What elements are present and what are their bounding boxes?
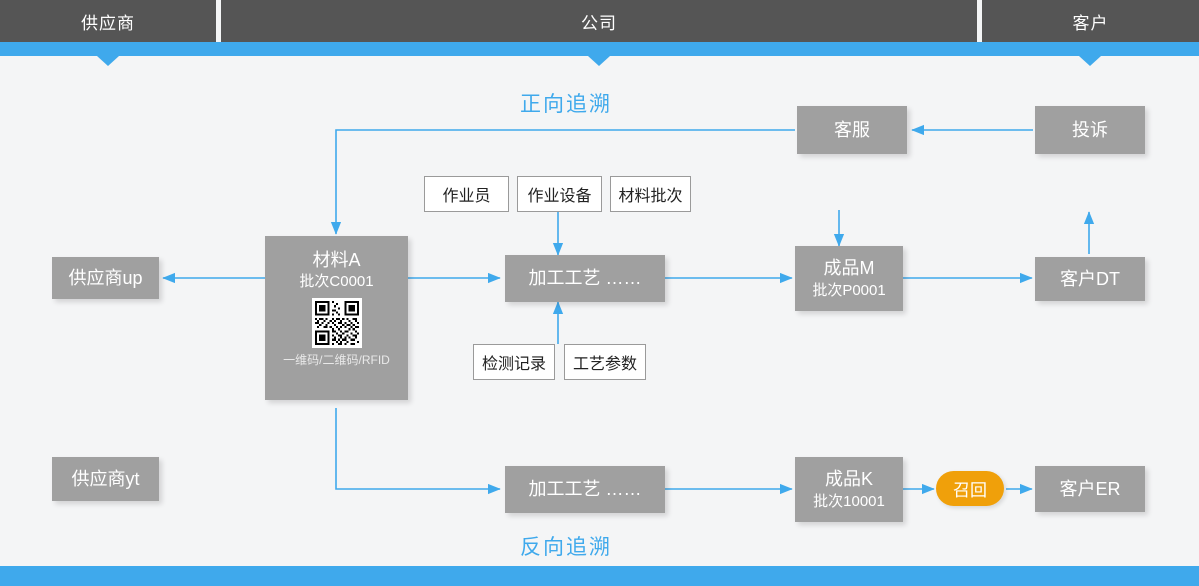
accent-bar-top [0,42,1199,56]
header-tab-company[interactable]: 公司 [221,0,977,42]
notch-company-icon [588,56,610,66]
node-customer-service[interactable]: 客服 [797,106,907,154]
notch-supplier-icon [97,56,119,66]
node-customer-er-title: 客户ER [1059,478,1121,499]
header-tab-customer[interactable]: 客户 [982,0,1199,42]
header-tab-company-label: 公司 [581,13,617,33]
node-product-k-title: 成品K [824,469,873,490]
attr-equipment-label: 作业设备 [527,188,592,205]
node-product-m-batch: 批次P0001 [812,281,886,299]
header-bar: 供应商 公司 客户 [0,0,1199,42]
accent-bar-bottom [0,566,1199,586]
node-product-m[interactable]: 成品M 批次P0001 [795,246,903,311]
node-supplier-yt-title: 供应商yt [71,468,140,489]
node-supplier-up[interactable]: 供应商up [52,257,159,299]
node-product-m-title: 成品M [823,258,875,279]
attr-material-lot-label: 材料批次 [618,188,683,205]
caption-reverse-trace: 反向追溯 [520,536,612,559]
badge-recall[interactable]: 召回 [936,471,1004,506]
caption-forward-trace: 正向追溯 [520,93,612,116]
header-tab-supplier[interactable]: 供应商 [0,0,216,42]
notch-customer-icon [1079,56,1101,66]
attr-material-lot[interactable]: 材料批次 [610,176,691,212]
node-supplier-up-title: 供应商up [68,267,143,288]
node-customer-dt[interactable]: 客户DT [1035,257,1145,301]
attr-process-param[interactable]: 工艺参数 [564,344,646,380]
diagram-canvas: 正向追溯 反向追溯 客服 投诉 作业员 作业设备 材料批次 供应商up 材料A … [0,56,1199,566]
qr-code-icon [311,297,362,348]
node-product-k-batch: 批次10001 [813,492,885,510]
badge-recall-label: 召回 [953,481,987,500]
attr-test-record[interactable]: 检测记录 [473,344,555,380]
header-tab-supplier-label: 供应商 [81,13,135,33]
node-material-a-title: 材料A [312,250,361,270]
header-tab-customer-label: 客户 [1072,13,1109,33]
node-material-a-batch: 批次C0001 [299,273,374,291]
node-process-top-title: 加工工艺 …… [528,268,642,289]
node-process-bottom-title: 加工工艺 …… [528,479,642,500]
node-material-a-code-note: 一维码/二维码/RFID [283,352,390,367]
node-customer-service-title: 客服 [834,119,870,140]
wire-material-to-process-bottom [335,408,501,495]
connector-layer [162,124,1095,495]
node-customer-er[interactable]: 客户ER [1035,466,1145,512]
attr-operator[interactable]: 作业员 [424,176,509,212]
node-supplier-yt[interactable]: 供应商yt [52,457,159,501]
attr-process-param-label: 工艺参数 [572,356,637,373]
attr-operator-label: 作业员 [442,188,491,205]
node-process-top[interactable]: 加工工艺 …… [505,255,665,302]
attr-test-record-label: 检测记录 [481,356,546,373]
node-customer-dt-title: 客户DT [1060,268,1120,289]
node-process-bottom[interactable]: 加工工艺 …… [505,466,665,513]
node-complaint[interactable]: 投诉 [1035,106,1145,154]
attr-equipment[interactable]: 作业设备 [517,176,602,212]
node-product-k[interactable]: 成品K 批次10001 [795,457,903,522]
node-complaint-title: 投诉 [1072,119,1108,140]
node-material-a[interactable]: 材料A 批次C0001 [265,236,408,400]
wire-service-to-material [330,129,795,235]
